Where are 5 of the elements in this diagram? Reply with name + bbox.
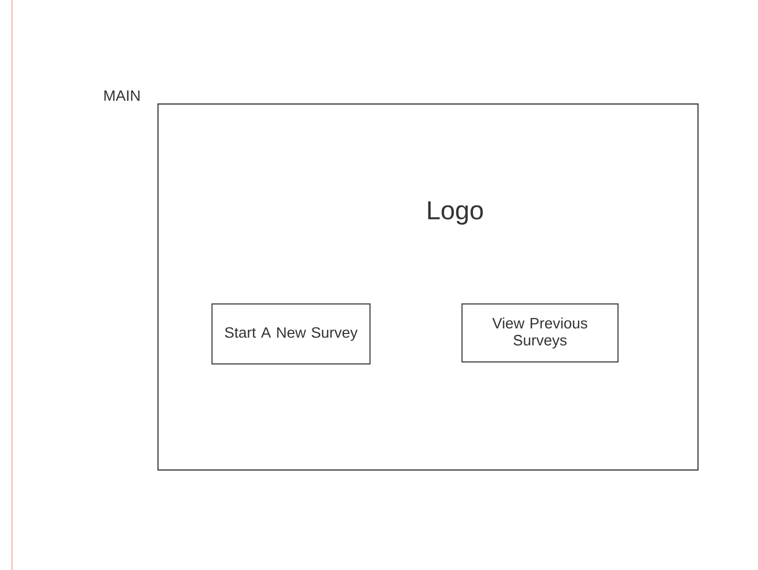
button: Start A New Survey [211,303,371,365]
button: View Previous Surveys [461,303,619,363]
screen-frame [104,90,699,471]
screen-title: MAIN [104,90,140,101]
placeholder-word: Logo [428,201,483,225]
